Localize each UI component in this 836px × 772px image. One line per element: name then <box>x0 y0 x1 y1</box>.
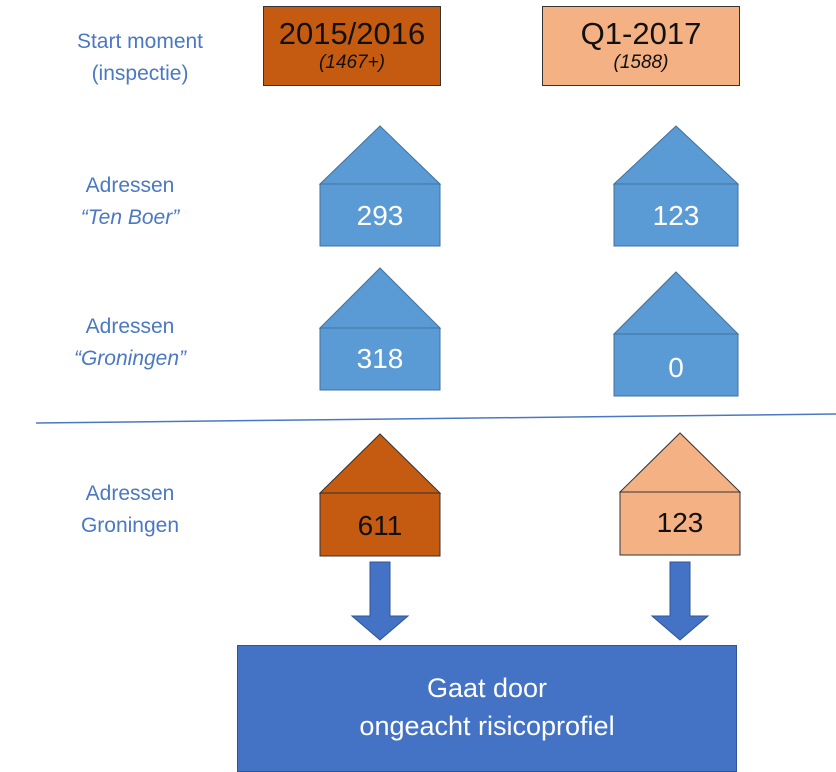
house-groningen-q1-2017 <box>618 432 742 556</box>
label-groningen-quoted-line2: “Groningen” <box>73 347 187 370</box>
label-groningen-line2: Groningen <box>80 514 180 537</box>
label-ten-boer-line1: Adressen <box>85 174 175 197</box>
house-groningen-2015 <box>318 433 442 557</box>
label-ten-boer-line2: “Ten Boer” <box>80 206 180 229</box>
house-groningen-quoted-q1-2017 <box>612 271 740 397</box>
value-groningen-quoted-q1-2017: 0 <box>668 352 684 383</box>
label-adressen-groningen-quoted: Adressen “Groningen” <box>30 311 230 375</box>
header-2015-2016: 2015/2016 (1467+) <box>263 6 441 86</box>
value-groningen-2015: 611 <box>357 510 403 541</box>
house-groningen-quoted-2015 <box>318 267 442 391</box>
arrow-down-left-icon <box>350 561 410 641</box>
label-adressen-ten-boer: Adressen “Ten Boer” <box>30 170 230 234</box>
label-start-moment: Start moment (inspectie) <box>40 26 240 90</box>
header-q1-2017-count: (1588) <box>613 52 669 73</box>
value-ten-boer-2015: 293 <box>356 200 404 231</box>
header-q1-2017-period: Q1-2017 <box>580 16 702 51</box>
divider-line <box>35 413 836 424</box>
label-start-line2: (inspectie) <box>91 62 189 85</box>
header-q1-2017: Q1-2017 (1588) <box>542 6 740 86</box>
header-2015-2016-period: 2015/2016 <box>278 16 426 51</box>
label-start-line1: Start moment <box>76 30 204 53</box>
value-ten-boer-q1-2017: 123 <box>652 200 700 231</box>
value-groningen-q1-2017: 123 <box>656 507 704 538</box>
header-2015-2016-count: (1467+) <box>318 52 386 73</box>
result-line2: ongeacht risicoprofiel <box>359 711 615 741</box>
arrow-down-right-icon <box>650 561 710 641</box>
result-box: Gaat door ongeacht risicoprofiel <box>237 645 737 772</box>
value-groningen-quoted-2015: 318 <box>356 343 404 374</box>
label-adressen-groningen: Adressen Groningen <box>30 478 230 542</box>
label-groningen-quoted-line1: Adressen <box>85 315 175 338</box>
result-line1: Gaat door <box>426 673 548 703</box>
house-ten-boer-q1-2017 <box>612 125 740 247</box>
house-ten-boer-2015 <box>318 125 442 247</box>
label-groningen-line1: Adressen <box>85 482 175 505</box>
